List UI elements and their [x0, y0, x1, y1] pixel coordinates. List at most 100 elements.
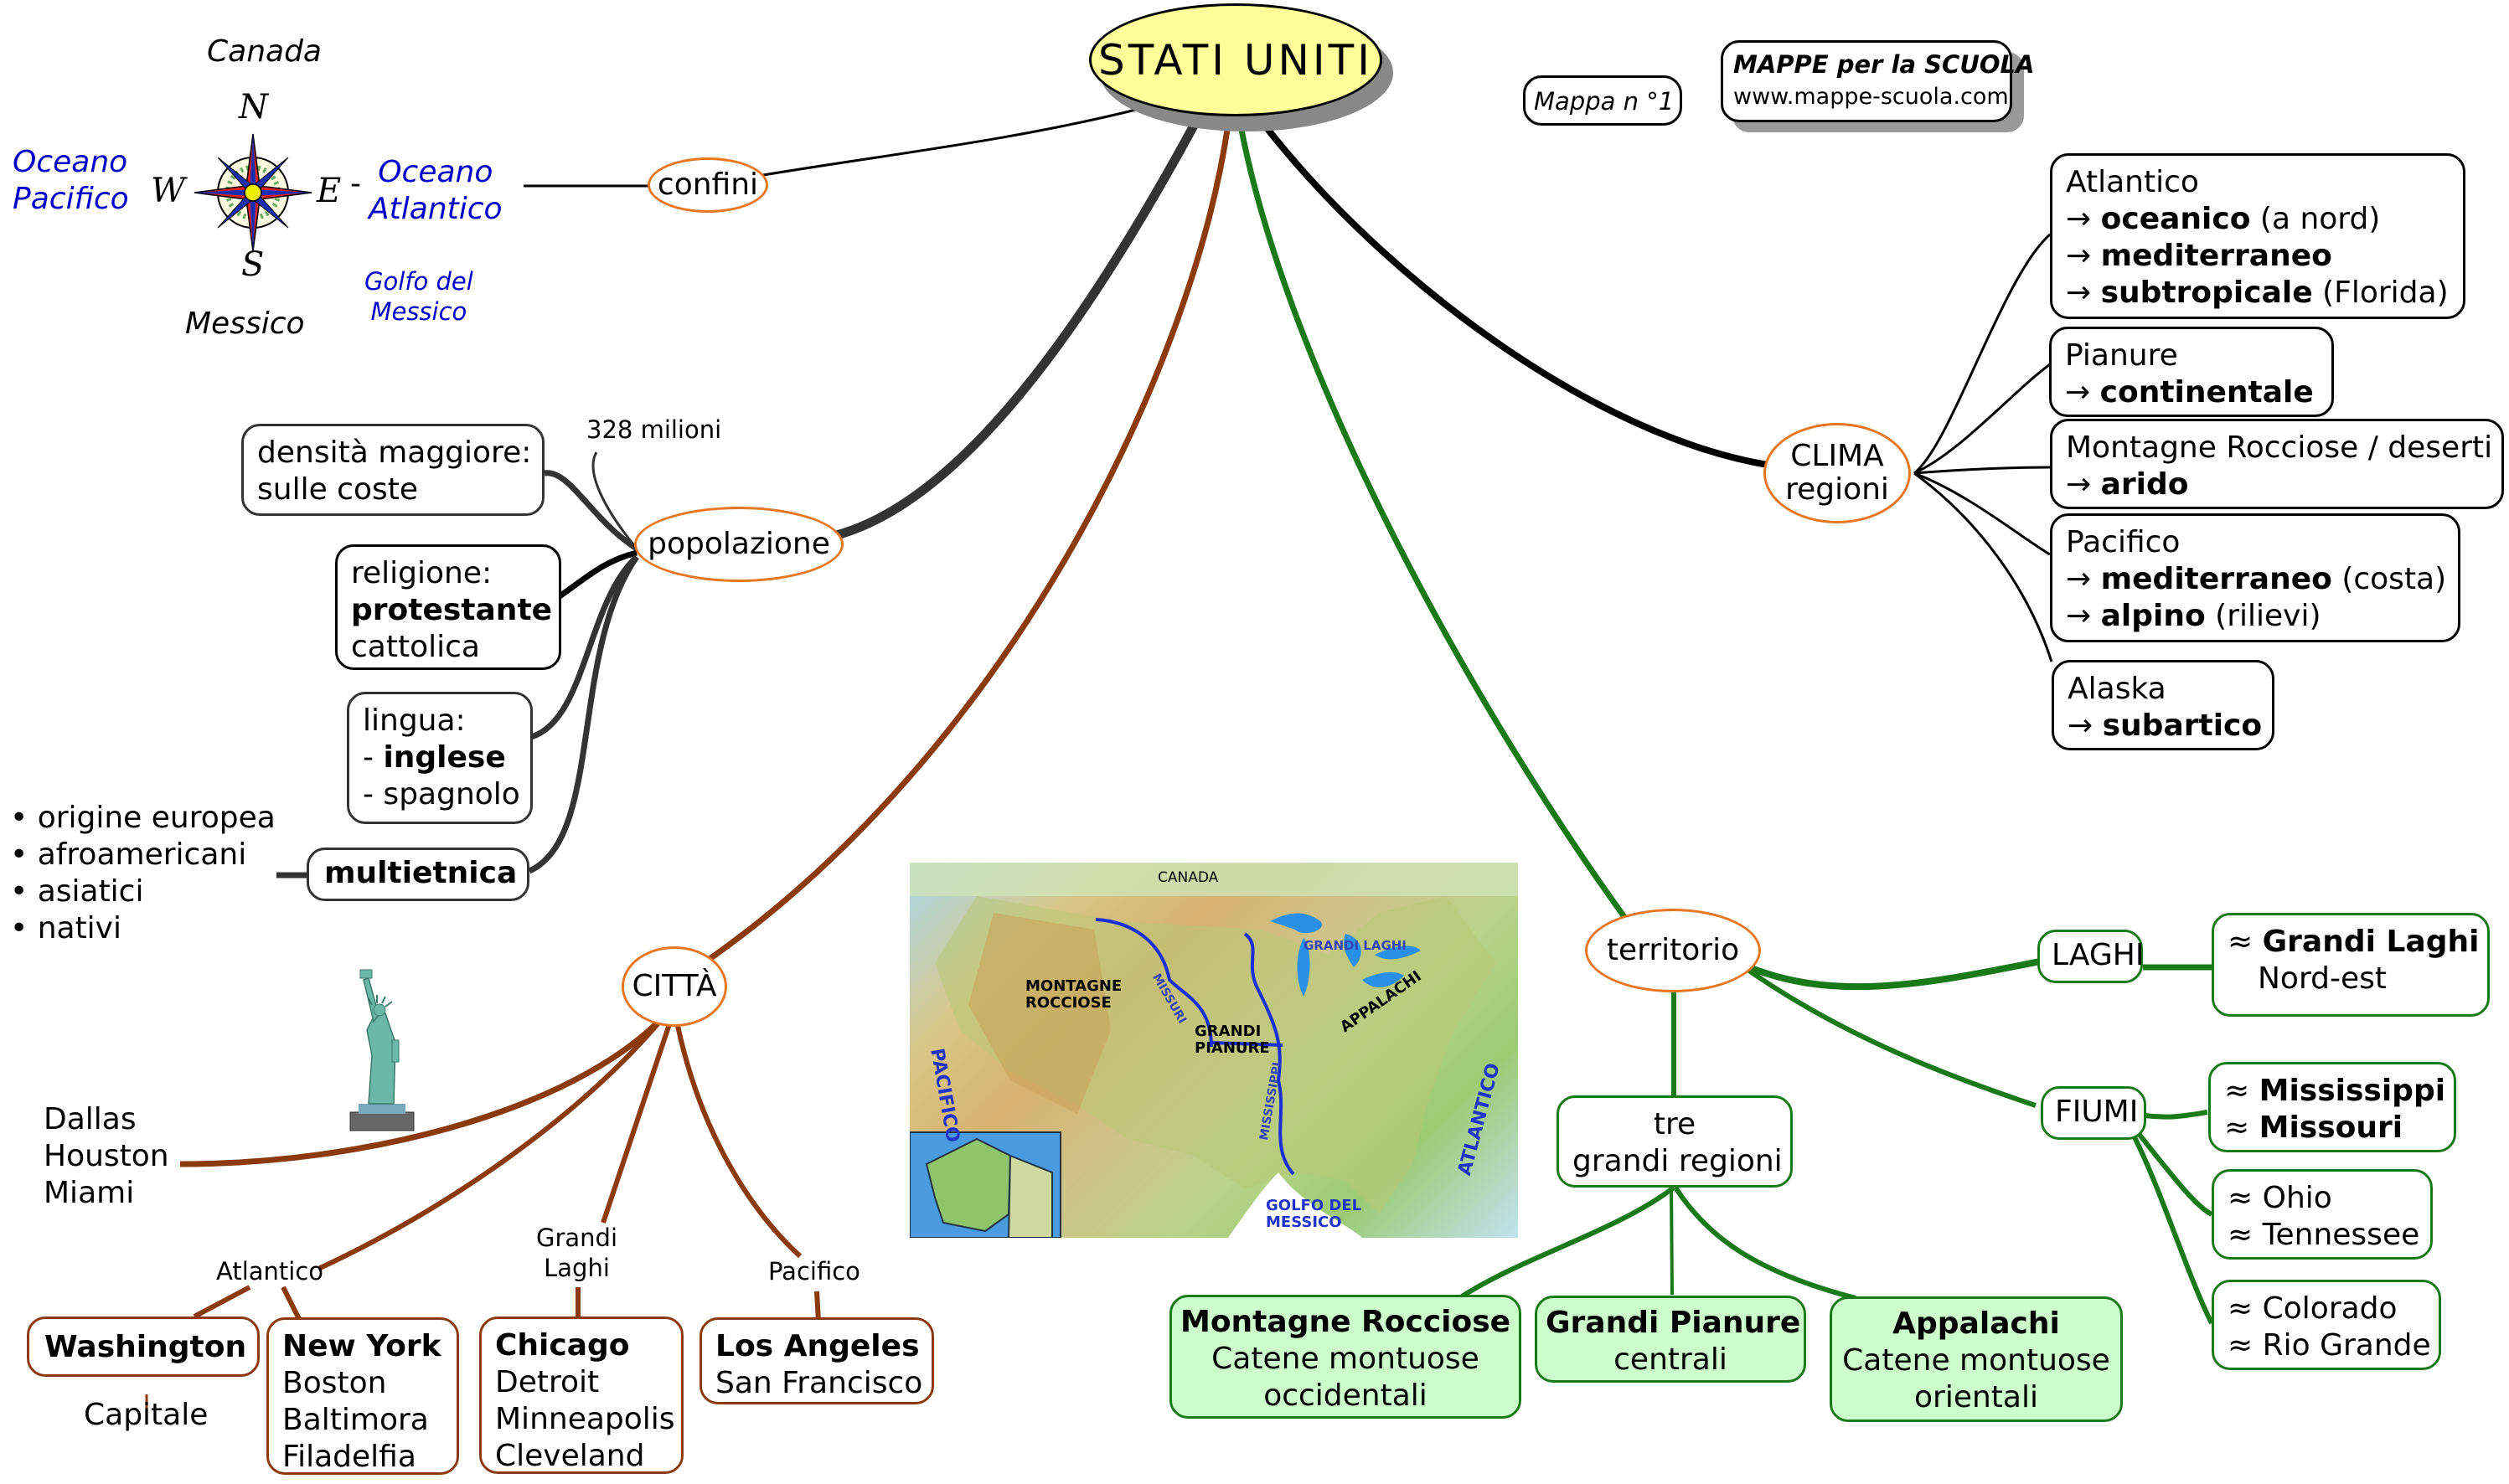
node-fiumi[interactable]: FIUMI: [2041, 1086, 2146, 1140]
map-number-badge: Mappa n °1: [1523, 75, 1682, 126]
regioni-line1: tre: [1653, 1107, 1696, 1141]
clima-pacifico-title: Pacifico: [2066, 525, 2181, 559]
brand-title: MAPPE per la SCUOLA: [1733, 50, 2035, 79]
city-newyork: New York: [282, 1329, 441, 1363]
fiume-ohio: Ohio: [2262, 1181, 2332, 1215]
confini-west-line1: Oceano: [13, 145, 128, 179]
regione-montagne-title: Montagne Rocciose: [1180, 1305, 1511, 1339]
box-washington: Washington: [27, 1317, 260, 1377]
link-citta-south: [179, 1007, 673, 1167]
fiume-missouri: Missouri: [2259, 1110, 2403, 1145]
citta-atlantico-label: Atlantico: [216, 1257, 324, 1286]
city-filadelfia: Filadelfia: [282, 1440, 416, 1474]
link-citta-atlantico: [317, 1007, 673, 1271]
link-citta-pacifico: [672, 1008, 803, 1259]
densita-line2: sulle coste: [257, 472, 419, 507]
city-washington: Washington: [44, 1330, 247, 1364]
box-clima-pacifico: Pacifico → mediterraneo (costa) → alpino…: [2050, 513, 2460, 642]
link-root-territorio: [1238, 129, 1636, 932]
multietnica-label: multietnica: [324, 856, 518, 890]
node-citta[interactable]: CITTÀ: [622, 946, 727, 1027]
confini-south: Messico: [185, 307, 305, 341]
religione-line1: religione:: [351, 556, 493, 590]
link-atl-washington: [193, 1285, 251, 1319]
link-fiumi-g3: [2130, 1131, 2214, 1325]
box-clima-alaska: Alaska → subartico: [2052, 660, 2274, 750]
compass-w: W: [151, 172, 186, 210]
clima-montagne-title: Montagne Rocciose / deserti: [2066, 430, 2493, 465]
node-confini[interactable]: confini: [648, 157, 768, 213]
multietnica-list: • origine europea • afroamericani • asia…: [10, 800, 276, 947]
usa-physical-map: CANADA MONTAGNE ROCCIOSE GRANDI PIANURE …: [910, 863, 1518, 1238]
link-clima-alaska: [1913, 471, 2053, 662]
node-clima[interactable]: CLIMA regioni: [1763, 423, 1911, 523]
confini-west: Oceano Pacifico: [13, 144, 129, 218]
node-laghi[interactable]: LAGHI: [2037, 930, 2145, 983]
link-root-citta: [702, 129, 1231, 966]
confini-east: Oceano Atlantico: [369, 154, 503, 228]
link-clima-montagne: [1913, 466, 2051, 475]
node-confini-label: confini: [657, 167, 759, 202]
link-pop-lingua: [529, 554, 639, 740]
node-territorio[interactable]: territorio: [1585, 909, 1761, 992]
node-laghi-label: LAGHI: [2052, 938, 2145, 972]
link-pop-multietnica: [528, 555, 639, 874]
popolazione-count: 328 milioni: [586, 415, 722, 444]
lingua-line1: lingua:: [363, 703, 466, 738]
node-tre-regioni[interactable]: tre grandi regioni: [1557, 1095, 1793, 1188]
city-losangeles: Los Angeles: [715, 1329, 920, 1363]
box-regione-montagne: Montagne Rocciose Catene montuose occide…: [1169, 1295, 1521, 1419]
map-label-montagne: MONTAGNE ROCCIOSE: [1025, 977, 1123, 1012]
citta-miami: Miami: [44, 1176, 135, 1210]
box-fiumi-3: ≈ Colorado ≈ Rio Grande: [2212, 1280, 2441, 1370]
citta-houston: Houston: [44, 1139, 169, 1173]
clima-alaska-title: Alaska: [2068, 672, 2166, 706]
laghi-nordest: Nord-est: [2258, 961, 2387, 996]
clima-pianure-title: Pianure: [2065, 338, 2178, 373]
religione-line3: cattolica: [351, 630, 480, 664]
link-root-confini: [732, 107, 1140, 182]
node-citta-label: CITTÀ: [632, 969, 717, 1003]
box-chicago: Chicago Detroit Minneapolis Cleveland: [479, 1317, 684, 1474]
multietnica-item: • origine europea: [10, 801, 276, 835]
link-fiumi-g1: [2144, 1110, 2208, 1120]
box-clima-atlantico: Atlantico → oceanico (a nord) → mediterr…: [2050, 153, 2465, 319]
city-chicago: Chicago: [495, 1328, 630, 1363]
map-label-canada: CANADA: [1158, 869, 1219, 886]
node-fiumi-label: FIUMI: [2055, 1095, 2139, 1129]
confini-gulf-line2: Messico: [370, 297, 467, 326]
node-popolazione-label: popolazione: [648, 527, 830, 561]
multietnica-item: • nativi: [10, 911, 121, 946]
compass-rose-icon: N S W E: [151, 88, 369, 289]
city-minneapolis: Minneapolis: [495, 1402, 675, 1436]
confini-gulf-line1: Golfo del: [364, 267, 473, 296]
root-node[interactable]: STATI UNITI: [1089, 3, 1382, 116]
box-fiumi-2: ≈ Ohio ≈ Tennessee: [2212, 1169, 2433, 1260]
regione-appalachi-title: Appalachi: [1892, 1306, 2060, 1341]
link-pop-count: [591, 451, 638, 549]
city-baltimora: Baltimora: [282, 1403, 429, 1437]
clima-atlantico-title: Atlantico: [2066, 165, 2199, 199]
box-regione-appalachi: Appalachi Catene montuose orientali: [1830, 1296, 2123, 1422]
link-root-popolazione: [832, 123, 1198, 541]
map-label-grandi-pianure: GRANDI PIANURE: [1195, 1023, 1270, 1057]
confini-gulf: Golfo del Messico: [364, 266, 473, 327]
fiume-riogrande: Rio Grande: [2262, 1328, 2431, 1363]
citta-dallas: Dallas: [44, 1102, 137, 1136]
brand-badge[interactable]: MAPPE per la SCUOLA www.mappe-scuola.com: [1721, 40, 2035, 122]
link-clima-atlantico: [1913, 233, 2051, 475]
confini-north: Canada: [207, 34, 322, 69]
box-clima-montagne: Montagne Rocciose / deserti → arido: [2050, 419, 2504, 509]
node-territorio-label: territorio: [1606, 933, 1740, 967]
citta-grandilaghi-label: Grandi Laghi: [536, 1224, 618, 1282]
link-pop-religione: [558, 549, 638, 599]
box-multietnica: multietnica: [307, 848, 529, 901]
brand-url[interactable]: www.mappe-scuola.com: [1733, 84, 2009, 110]
link-regioni-montagne: [1460, 1185, 1675, 1299]
compass-e: E: [317, 172, 342, 210]
node-popolazione[interactable]: popolazione: [634, 507, 844, 582]
city-boston: Boston: [282, 1366, 387, 1400]
fiume-colorado: Colorado: [2262, 1291, 2398, 1326]
link-clima-pacifico: [1913, 471, 2051, 556]
